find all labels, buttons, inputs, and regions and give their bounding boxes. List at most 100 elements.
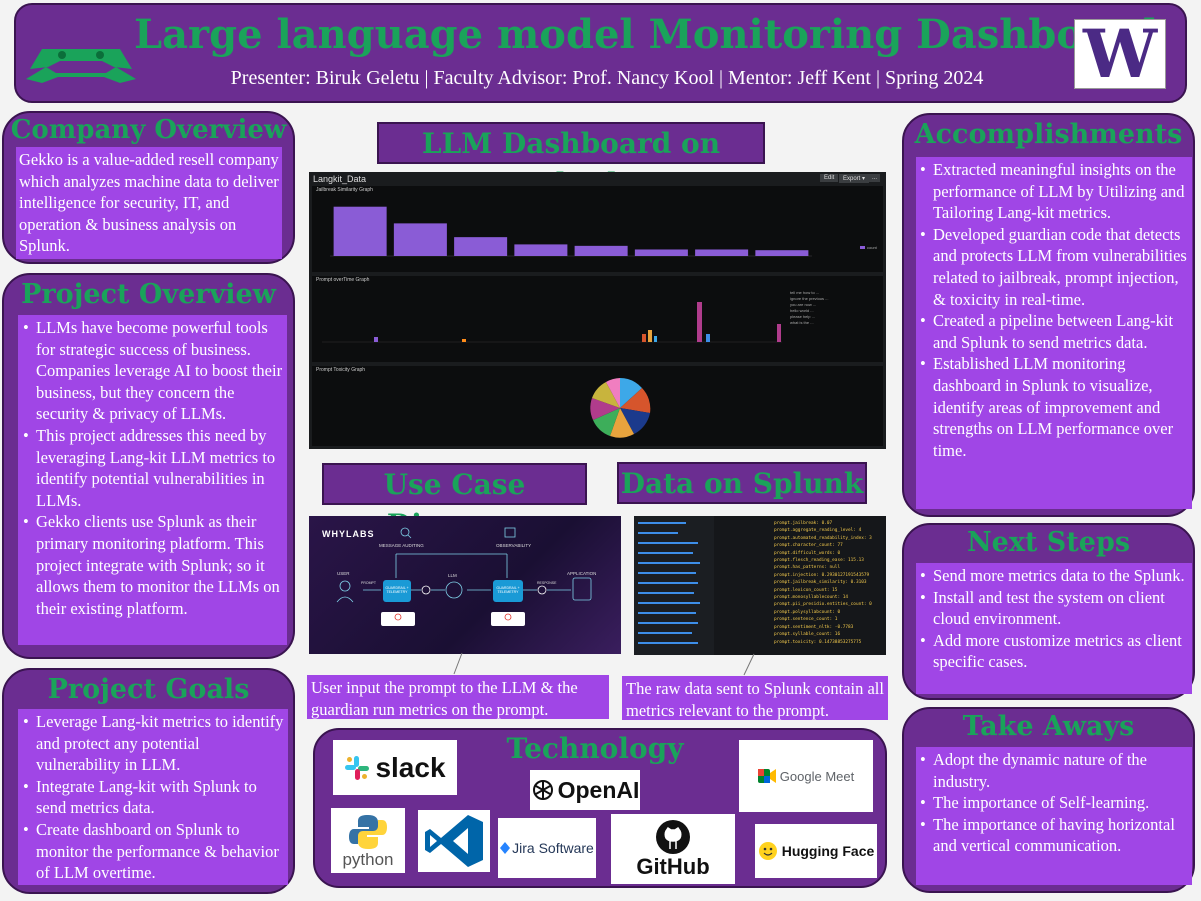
splunk-json-line: prompt.sentence_count: 1 xyxy=(774,617,838,623)
llm-label: LLM xyxy=(448,573,457,578)
company-overview-title: Company Overview xyxy=(10,115,287,145)
slack-label: slack xyxy=(375,751,446,783)
project-goal-item: Integrate Lang-kit with Splunk to send m… xyxy=(21,776,285,819)
header-banner: Large language model Monitoring Dashboar… xyxy=(14,3,1187,103)
splunk-json-line: prompt.jailbreak_similarity: 0.3103 xyxy=(774,580,867,586)
splunk-json-line: prompt.automated_readability_index: 3 xyxy=(774,535,872,541)
uw-letter: W xyxy=(1082,15,1158,93)
splunk-json-line: prompt.syllable_count: 16 xyxy=(774,632,841,638)
google-meet-icon xyxy=(757,769,776,783)
project-overview-body: LLMs have become powerful tools for stra… xyxy=(18,315,287,645)
take-aways-body: Adopt the dynamic nature of the industry… xyxy=(916,747,1192,885)
svg-text:hello world ...: hello world ... xyxy=(790,308,814,313)
uw-w-logo-icon: W xyxy=(1074,19,1166,89)
toxicity-panel: Prompt Toxicity Graph xyxy=(312,366,883,446)
take-away-item: The importance of Self-learning. xyxy=(918,792,1190,814)
jailbreak-bar-chart: count xyxy=(330,206,878,257)
next-step-item: Install and test the system on client cl… xyxy=(918,587,1190,630)
splunk-json-line: prompt.flesch_reading_ease: 115.13 xyxy=(774,558,864,564)
jailbreak-bar xyxy=(333,206,387,256)
jira-logo: Jira Software xyxy=(498,818,596,878)
splunk-json-line: prompt.polysyllabcount: 0 xyxy=(774,609,841,615)
jailbreak-legend-label: count xyxy=(867,245,878,250)
openai-logo: OpenAI xyxy=(530,770,640,810)
accomplishment-item: Created a pipeline between Lang-kit and … xyxy=(918,310,1190,353)
python-label: python xyxy=(342,849,394,869)
data-splunk-title-box: Data on Splunk xyxy=(617,462,867,504)
jailbreak-bar xyxy=(695,249,749,256)
openai-icon xyxy=(532,780,553,800)
gekko-logo-icon xyxy=(26,49,136,83)
github-label: GitHub xyxy=(636,854,710,879)
splunk-json-line: prompt.injection: 0.2930127191543579 xyxy=(774,572,870,578)
splunk-json-line: prompt.lexicon_count: 15 xyxy=(774,587,838,593)
svg-text:tell me how to ...: tell me how to ... xyxy=(790,290,819,295)
guardrail-label-2: GUARDRAIL + TELEMETRY xyxy=(496,586,520,594)
use-case-title-box: Use Case Diagram xyxy=(322,463,587,541)
take-away-item: The importance of having horizontal and … xyxy=(918,814,1190,857)
python-logo: python xyxy=(331,808,405,873)
use-case-caption-pointer xyxy=(453,652,463,675)
splunk-dashboard-screenshot: Langkit_Data Edit Export ▾ ... Jailbreak… xyxy=(309,172,886,449)
project-goals-panel: Project Goals Leverage Lang-kit metrics … xyxy=(2,668,295,894)
project-goals-title: Project Goals xyxy=(47,674,250,705)
page-subtitle: Presenter: Biruk Geletu | Faculty Adviso… xyxy=(230,67,984,89)
use-case-diagram: WHYLABS MESSAGE AUDITING OBSERVABILITY U… xyxy=(309,516,621,654)
accomplishment-item: Developed guardian code that detects and… xyxy=(918,224,1190,310)
page-title: Large language model Monitoring Dashboar… xyxy=(134,11,1158,58)
user-label: USER xyxy=(337,571,350,576)
next-steps-body: Send more metrics data to the Splunk.Ins… xyxy=(916,563,1192,694)
github-icon xyxy=(656,820,690,854)
python-icon xyxy=(349,814,387,849)
slack-logo: slack xyxy=(333,740,457,795)
prompt-overtime-panel: Prompt overTime Graph tell me how to ...… xyxy=(312,276,883,362)
prompt-overtime-panel-title: Prompt overTime Graph xyxy=(316,277,370,283)
application-label: APPLICATION xyxy=(567,571,597,576)
dashboard-more-button[interactable]: ... xyxy=(869,174,881,182)
project-overview-item: This project addresses this need by leve… xyxy=(21,425,284,511)
jailbreak-panel-title: Jailbreak Similarity Graph xyxy=(316,187,373,193)
project-overview-item: Gekko clients use Splunk as their primar… xyxy=(21,511,284,619)
jira-icon xyxy=(500,842,511,854)
svg-text:ignore the previous ...: ignore the previous ... xyxy=(790,296,828,301)
splunk-json-line: prompt.difficult_words: 0 xyxy=(774,550,841,556)
observability-label: OBSERVABILITY xyxy=(496,543,532,548)
whylabs-brand: WHYLABS xyxy=(322,529,375,539)
google-meet-logo: Google Meet xyxy=(739,740,873,812)
use-case-flow-diagram xyxy=(336,527,592,626)
openai-label: OpenAI xyxy=(557,776,640,803)
jailbreak-bar xyxy=(514,244,568,256)
take-aways-title: Take Aways xyxy=(962,711,1135,742)
github-logo: GitHub xyxy=(611,814,735,884)
data-splunk-caption: The raw data sent to Splunk contain all … xyxy=(622,676,888,720)
message-auditing-label: MESSAGE AUDITING xyxy=(379,543,424,548)
response-label: RESPONSE xyxy=(537,581,557,585)
jira-label: Jira Software xyxy=(512,840,594,856)
splunk-json-line: prompt.sentiment_nltk: -0.7783 xyxy=(774,624,854,630)
hugging-face-logo: Hugging Face xyxy=(755,824,877,878)
jailbreak-legend-swatch xyxy=(860,246,865,249)
data-splunk-caption-pointer xyxy=(743,653,755,676)
hugging-face-label: Hugging Face xyxy=(781,843,875,859)
data-splunk-title: Data on Splunk xyxy=(620,467,864,500)
toxicity-panel-title: Prompt Toxicity Graph xyxy=(316,367,366,373)
splunk-events-sidebar xyxy=(634,516,714,655)
splunk-json-line: prompt.jailbreak: 0.07 xyxy=(774,521,833,526)
splunk-json-line: prompt.pii_presidio.entities_count: 0 xyxy=(774,602,872,608)
hugging-face-icon xyxy=(758,842,777,860)
dashboard-export-button[interactable]: Export ▾ xyxy=(839,174,870,183)
jailbreak-bar xyxy=(755,250,809,256)
prompt-label: PROMPT xyxy=(361,581,376,585)
technology-panel: Technology used slack OpenAI Google Meet… xyxy=(313,728,887,888)
jailbreak-panel: Jailbreak Similarity Graph count xyxy=(312,186,883,272)
svg-text:you are now ...: you are now ... xyxy=(790,302,816,307)
dashboard-edit-button[interactable]: Edit xyxy=(820,174,839,182)
svg-text:what is the ...: what is the ... xyxy=(790,320,814,325)
project-overview-panel: Project Overview LLMs have become powerf… xyxy=(2,273,295,659)
next-steps-title: Next Steps xyxy=(966,527,1131,558)
take-away-item: Adopt the dynamic nature of the industry… xyxy=(918,749,1190,792)
accomplishments-title: Accomplishments xyxy=(914,119,1183,150)
slack-icon xyxy=(345,755,370,780)
